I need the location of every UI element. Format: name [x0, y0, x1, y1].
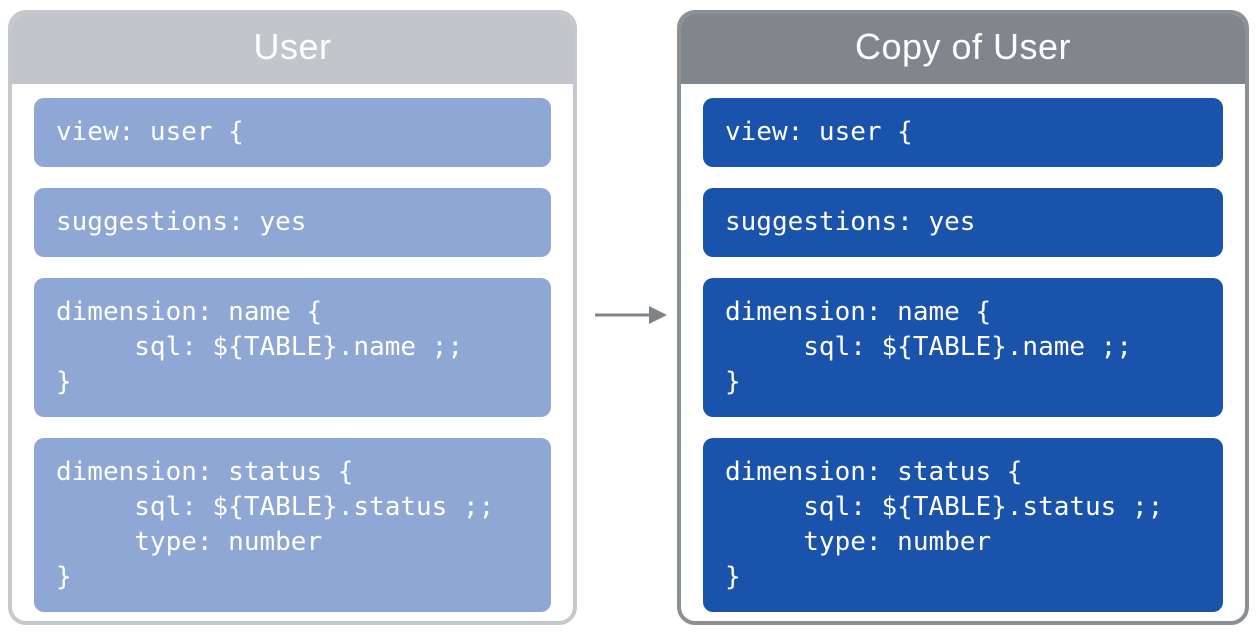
- copy-of-user-panel-title: Copy of User: [854, 26, 1072, 67]
- user-panel-title: User: [253, 26, 332, 67]
- code-block-suggestions: suggestions: yes: [703, 188, 1223, 257]
- code-block-dimension-status: dimension: status { sql: ${TABLE}.status…: [34, 438, 551, 612]
- user-panel-header: User: [12, 14, 573, 84]
- right-arrow-icon: [595, 306, 667, 324]
- user-panel: User view: user { suggestions: yes dimen…: [8, 10, 577, 625]
- user-panel-body: view: user { suggestions: yes dimension:…: [12, 84, 573, 612]
- code-block-view: view: user {: [34, 98, 551, 167]
- copy-of-user-panel-header: Copy of User: [681, 14, 1245, 84]
- code-block-view: view: user {: [703, 98, 1223, 167]
- code-block-dimension-name: dimension: name { sql: ${TABLE}.name ;; …: [703, 278, 1223, 417]
- code-block-suggestions: suggestions: yes: [34, 188, 551, 257]
- copy-of-user-panel-body: view: user { suggestions: yes dimension:…: [681, 84, 1245, 612]
- code-block-dimension-status: dimension: status { sql: ${TABLE}.status…: [703, 438, 1223, 612]
- copy-of-user-panel: Copy of User view: user { suggestions: y…: [677, 10, 1249, 625]
- code-block-dimension-name: dimension: name { sql: ${TABLE}.name ;; …: [34, 278, 551, 417]
